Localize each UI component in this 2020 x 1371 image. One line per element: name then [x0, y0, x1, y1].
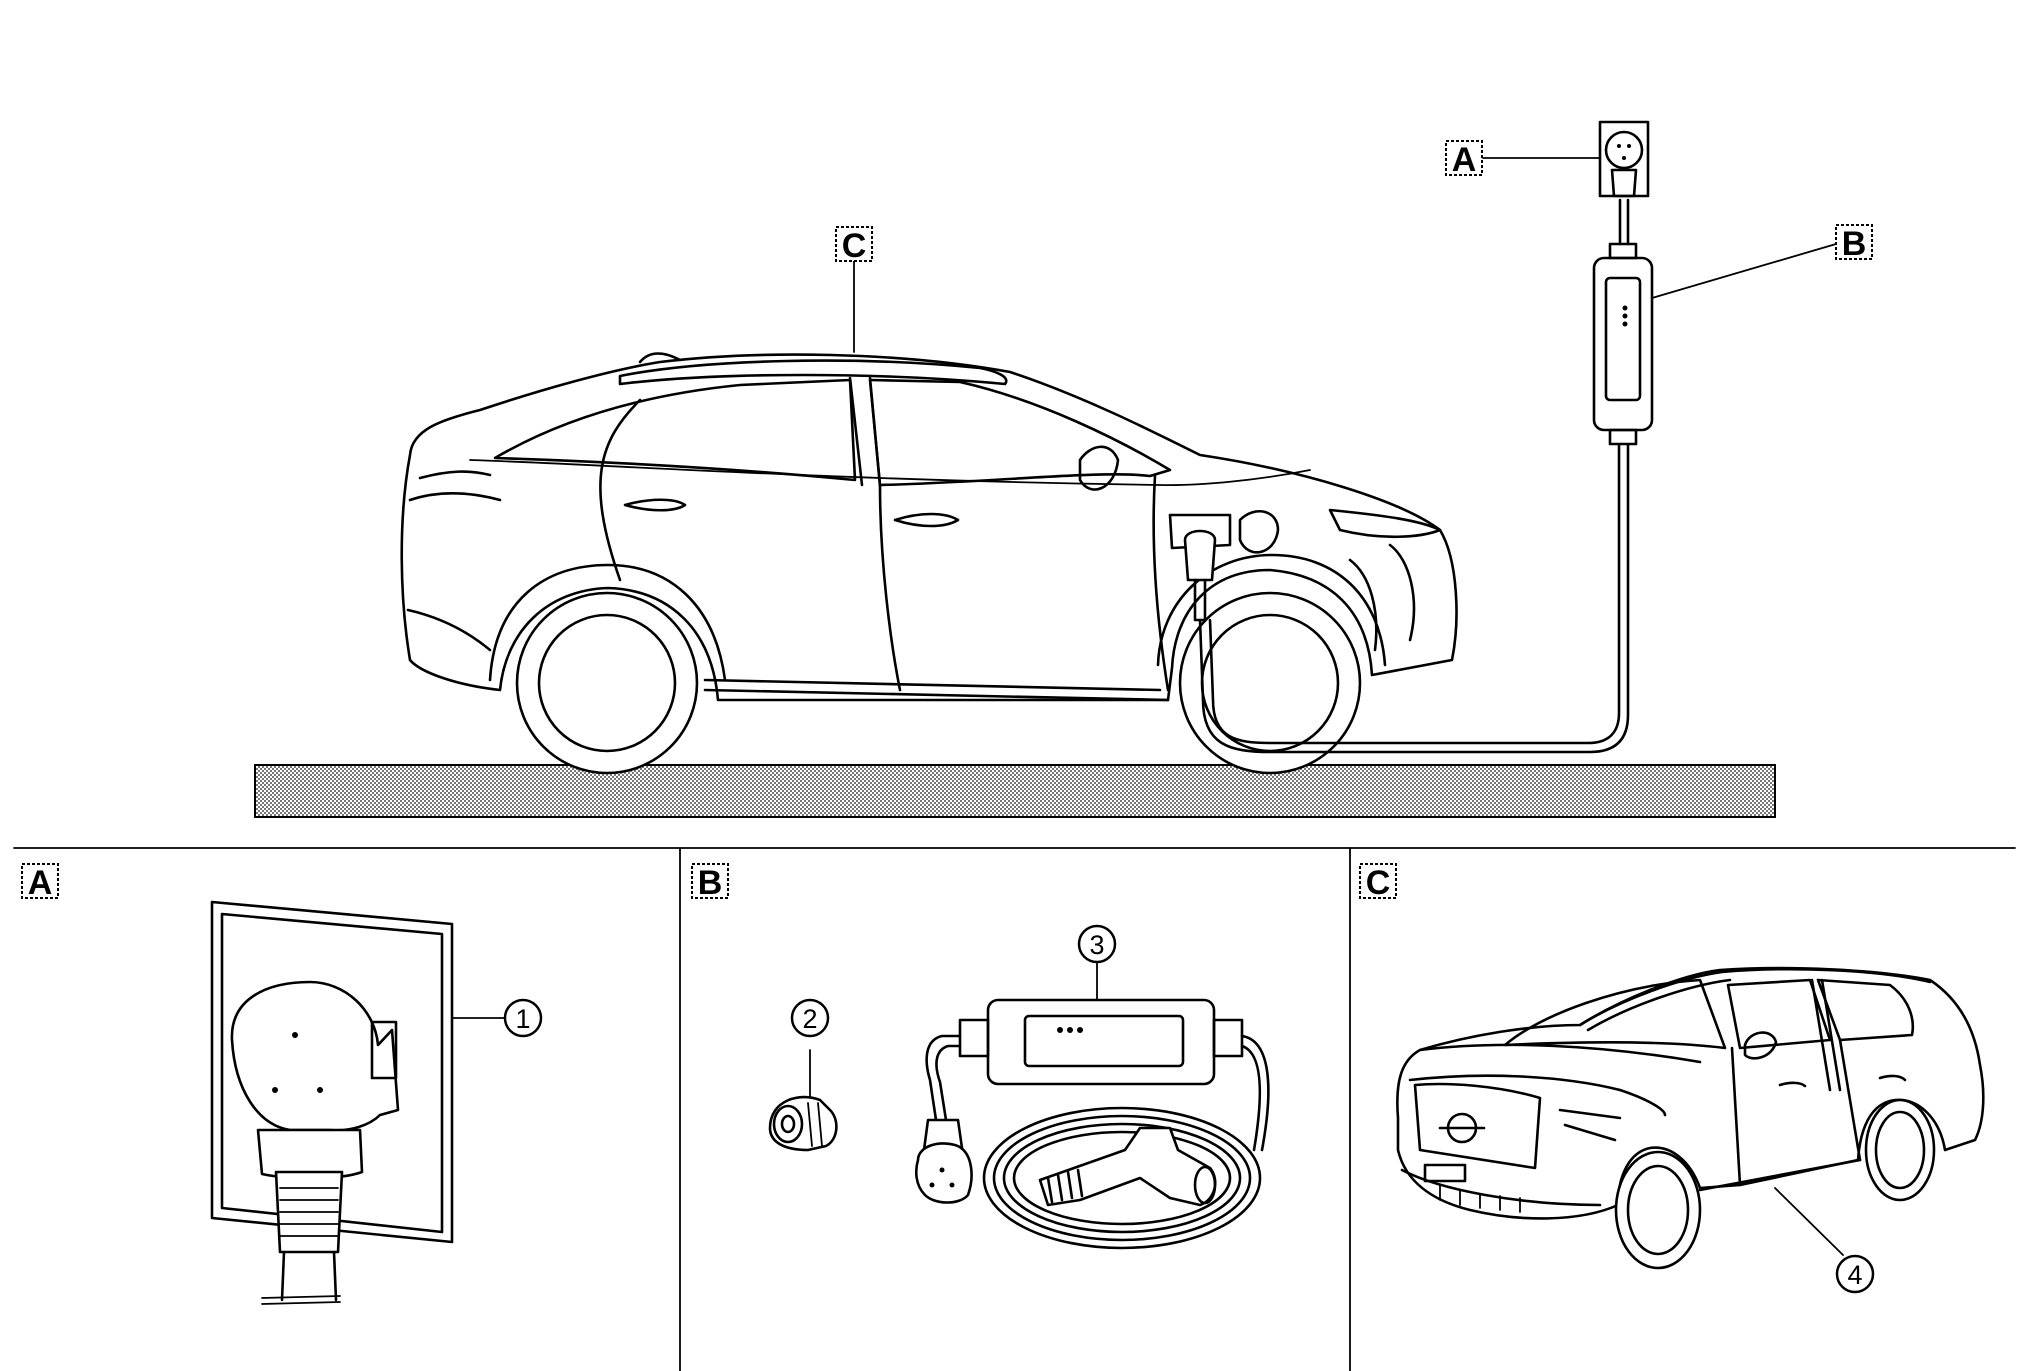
callout-4-text: 4: [1847, 1260, 1862, 1290]
car-side-view: [400, 352, 1458, 775]
callout-3-text: 3: [1089, 930, 1104, 960]
label-b-panel-text: B: [698, 864, 723, 902]
ground-slab: [254, 764, 1776, 818]
callout-1: 1: [503, 998, 543, 1038]
label-c-panel: C: [1359, 863, 1397, 902]
label-a-main-text: A: [1452, 141, 1477, 179]
label-c-panel-text: C: [1366, 864, 1391, 902]
callout-2: 2: [790, 998, 830, 1038]
label-a-panel: A: [21, 863, 59, 902]
wall-plug-top: [1598, 120, 1650, 198]
charging-cable: [1198, 443, 1630, 754]
callout-3: 3: [1077, 924, 1117, 964]
callout-1-text: 1: [515, 1004, 530, 1034]
label-c-main: C: [835, 226, 873, 265]
label-b-panel: B: [691, 863, 729, 902]
portable-charger: [914, 998, 1270, 1250]
label-a-main: A: [1445, 140, 1483, 179]
label-a-panel-text: A: [28, 864, 53, 902]
panel-a: A 1: [21, 863, 543, 1305]
callout-2-text: 2: [802, 1004, 817, 1034]
control-box-top: [1592, 198, 1654, 446]
label-b-main: B: [1835, 224, 1873, 263]
car-front-three-quarter: [1396, 966, 1985, 1270]
adapter-part: [768, 1049, 838, 1152]
callout-4: 4: [1835, 1254, 1875, 1294]
panel-c: C: [1359, 863, 1985, 1294]
label-b-main-text: B: [1842, 225, 1867, 263]
label-c-main-text: C: [842, 227, 867, 265]
panel-b: B 2: [691, 863, 1270, 1250]
leader-b-main: [1651, 243, 1837, 299]
